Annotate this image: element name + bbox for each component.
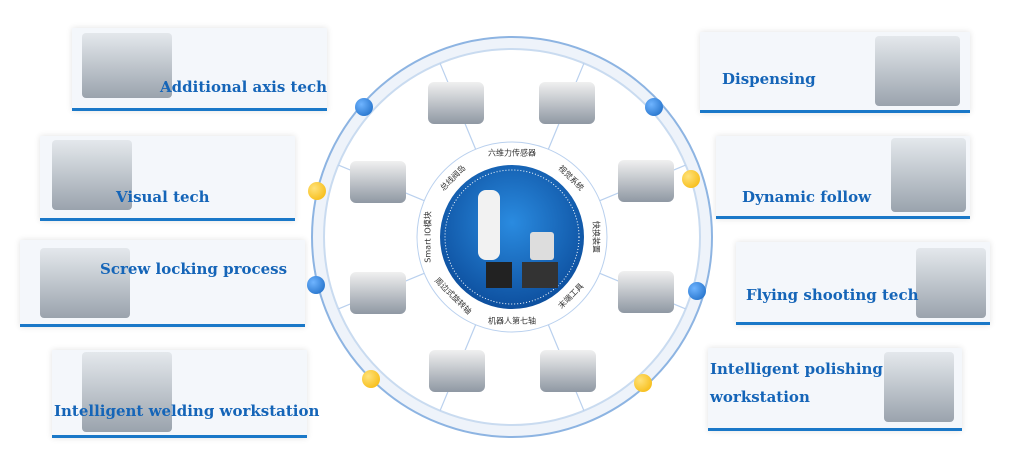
card-dynamic: Dynamic follow <box>716 136 970 219</box>
center-dotted-ring <box>444 169 580 305</box>
card-label: Additional axis tech <box>160 78 328 96</box>
decor-dot <box>645 98 663 116</box>
decor-dot <box>355 98 373 116</box>
segment-label: Smart IO模块 <box>423 211 433 263</box>
scara-robot-image <box>52 140 132 210</box>
card-label: workstation <box>710 388 810 406</box>
component-image <box>617 160 674 203</box>
card-additional-axis: Additional axis tech <box>72 28 327 111</box>
card-label: Flying shooting tech <box>746 286 919 304</box>
component-image <box>428 350 485 393</box>
robot-base-icon <box>486 262 512 288</box>
teach-pendant-icon <box>530 232 554 260</box>
segment-label: 机器人第七轴 <box>488 316 536 326</box>
segment-label: 快换装置 <box>591 221 601 253</box>
card-flying: Flying shooting tech <box>736 242 990 325</box>
segment-label: 六维力传感器 <box>488 148 536 158</box>
component-image <box>349 160 406 203</box>
decor-dot <box>308 182 326 200</box>
component-image <box>618 271 675 314</box>
dispensing-robot-image <box>875 36 960 106</box>
screw-robot-image <box>40 248 130 318</box>
card-screw: Screw locking process <box>20 240 305 327</box>
decor-dot <box>634 374 652 392</box>
component-image <box>539 349 596 392</box>
component-image <box>539 81 596 124</box>
gantry-robot-image <box>82 33 172 98</box>
decor-dot <box>688 282 706 300</box>
card-dispensing: Dispensing <box>700 32 970 113</box>
card-label: Visual tech <box>116 188 210 206</box>
label-ring <box>416 141 608 333</box>
component-image <box>350 271 407 314</box>
decor-dot <box>682 170 700 188</box>
robot-arm-icon <box>478 190 500 260</box>
card-label: Intelligent welding workstation <box>54 402 320 420</box>
card-welding: Intelligent welding workstation <box>52 350 319 438</box>
dynamic-follow-image <box>891 138 966 212</box>
card-label: Screw locking process <box>100 260 288 278</box>
card-label: Dynamic follow <box>742 188 872 206</box>
flying-shooting-image <box>916 248 986 318</box>
decor-dot <box>307 276 325 294</box>
card-label: Intelligent polishing <box>710 360 883 378</box>
component-image <box>428 82 485 125</box>
card-label: Dispensing <box>722 70 816 88</box>
controller-icon <box>522 262 558 288</box>
card-polishing: Intelligent polishing workstation <box>708 348 962 431</box>
welding-robot-image <box>82 352 172 432</box>
polishing-robot-image <box>884 352 954 422</box>
card-visual: Visual tech <box>40 136 295 221</box>
decor-dot <box>362 370 380 388</box>
